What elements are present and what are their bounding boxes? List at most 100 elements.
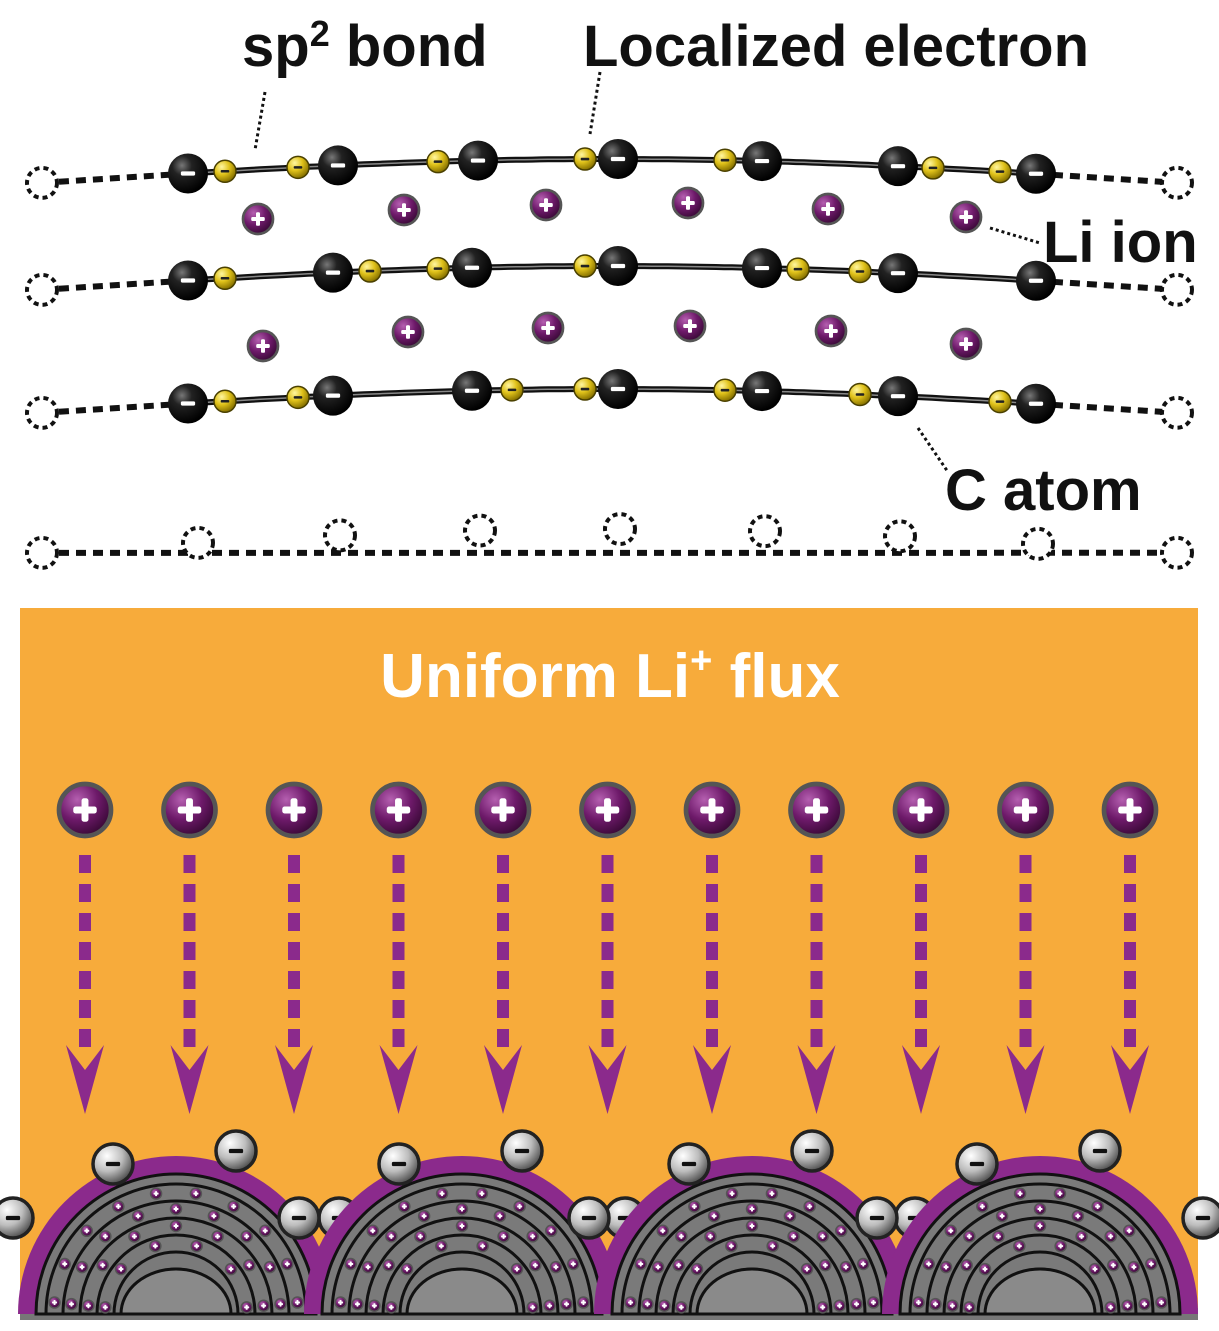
li-ion [688, 1200, 701, 1213]
li-ion [549, 1260, 563, 1274]
localized-electron [213, 389, 237, 414]
li-ion [624, 1296, 637, 1309]
carbon-atom [168, 260, 208, 301]
li-ion [839, 1260, 853, 1274]
li-ion [814, 314, 848, 348]
li-ion [435, 1239, 448, 1253]
li-ion [1104, 1230, 1117, 1243]
surface-electron [1181, 1196, 1219, 1240]
li-ion [1088, 1262, 1102, 1276]
li-ion [510, 1262, 524, 1276]
li-ion [455, 1202, 469, 1216]
li-ion [387, 193, 421, 227]
flux-arrow-head [693, 1045, 731, 1114]
carbon-atom [1016, 153, 1056, 194]
li-ion [529, 188, 563, 222]
li-ion [48, 1296, 61, 1309]
li-ion [745, 1219, 759, 1233]
localized-electron [921, 156, 945, 180]
li-ion [385, 1230, 398, 1243]
li-ion [1033, 1219, 1047, 1233]
vacant-site [25, 535, 59, 570]
flux-arrow-head [1006, 1045, 1045, 1114]
localized-electron [786, 257, 810, 281]
li-ion [1101, 781, 1159, 839]
li-ion [833, 1299, 846, 1312]
li-ion [867, 1296, 880, 1309]
localized-electron [286, 385, 310, 410]
graphite-particle [277, 1129, 647, 1316]
li-ion [1091, 1200, 1104, 1213]
carbon-atom [742, 371, 782, 412]
li-ion [1127, 1260, 1141, 1274]
flux-arrow-head [484, 1045, 522, 1114]
electron-leader [588, 71, 602, 135]
carbon-atom [742, 248, 782, 289]
flux-column [265, 781, 323, 1114]
li-ion [265, 781, 323, 839]
li-ion [435, 1187, 449, 1200]
li-ion [1053, 1187, 1067, 1200]
graphite-particle [855, 1129, 1219, 1316]
vacant-site [883, 519, 917, 554]
flux-column [683, 781, 741, 1114]
surface-electron [790, 1129, 834, 1173]
flux-arrow-head [379, 1045, 418, 1114]
li-ion [811, 192, 845, 226]
flux-arrow-head [66, 1045, 104, 1114]
li-ion [281, 1257, 294, 1271]
li-ion [787, 1230, 800, 1243]
li-ion [960, 1259, 973, 1272]
li-ion [544, 1224, 558, 1238]
li-ion [263, 1260, 277, 1274]
localized-electron [988, 159, 1012, 184]
sp2-bond-label: sp2 bond [242, 13, 488, 79]
carbon-atom [458, 140, 498, 181]
graphene-layer [25, 139, 1194, 200]
li-ion [149, 1239, 162, 1253]
localized-electron [286, 155, 310, 180]
li-ion [96, 1259, 109, 1272]
li-ion [1075, 1230, 1088, 1243]
surface-electron [277, 1196, 321, 1240]
graphite-layers [25, 139, 1194, 570]
li-ion [745, 1202, 759, 1216]
li-ion [1033, 1202, 1047, 1216]
surface-electron [855, 1196, 899, 1240]
li-ion [803, 1200, 816, 1213]
localized-electron [573, 254, 597, 278]
li-ion [1121, 1299, 1134, 1312]
localized-electron [573, 377, 597, 401]
li-ion [949, 200, 983, 234]
li-ion [673, 309, 707, 343]
vacant-site [463, 513, 497, 548]
li-ion [224, 1262, 238, 1276]
li-ion [963, 1230, 976, 1243]
li-ion [99, 1301, 112, 1314]
li-ion [819, 1259, 832, 1272]
li-ion [149, 1187, 163, 1200]
flux-arrow-head [1111, 1045, 1149, 1114]
li-ion [400, 1262, 414, 1276]
li-ion [414, 1230, 427, 1243]
li-ion [783, 1209, 797, 1223]
surface-electron [91, 1142, 135, 1186]
vacant-site [1160, 272, 1194, 307]
vacant-site [25, 165, 59, 200]
vacant-site [1160, 395, 1194, 430]
localized-electron [213, 159, 237, 184]
localized-electron [358, 259, 382, 283]
li-ion [169, 1219, 183, 1233]
li-ion [417, 1209, 431, 1223]
li-ion [1013, 1187, 1027, 1200]
localized-electron [500, 378, 524, 402]
li-ion [949, 327, 983, 361]
li-ion [690, 1262, 704, 1276]
li-ion [241, 202, 275, 236]
localized-electron [848, 259, 872, 284]
li-ion [992, 1230, 1005, 1243]
li-ion [560, 1297, 573, 1311]
flux-title: Uniform Li+ flux [380, 640, 840, 711]
li-ion [497, 1230, 510, 1243]
li-ion [567, 1257, 580, 1271]
